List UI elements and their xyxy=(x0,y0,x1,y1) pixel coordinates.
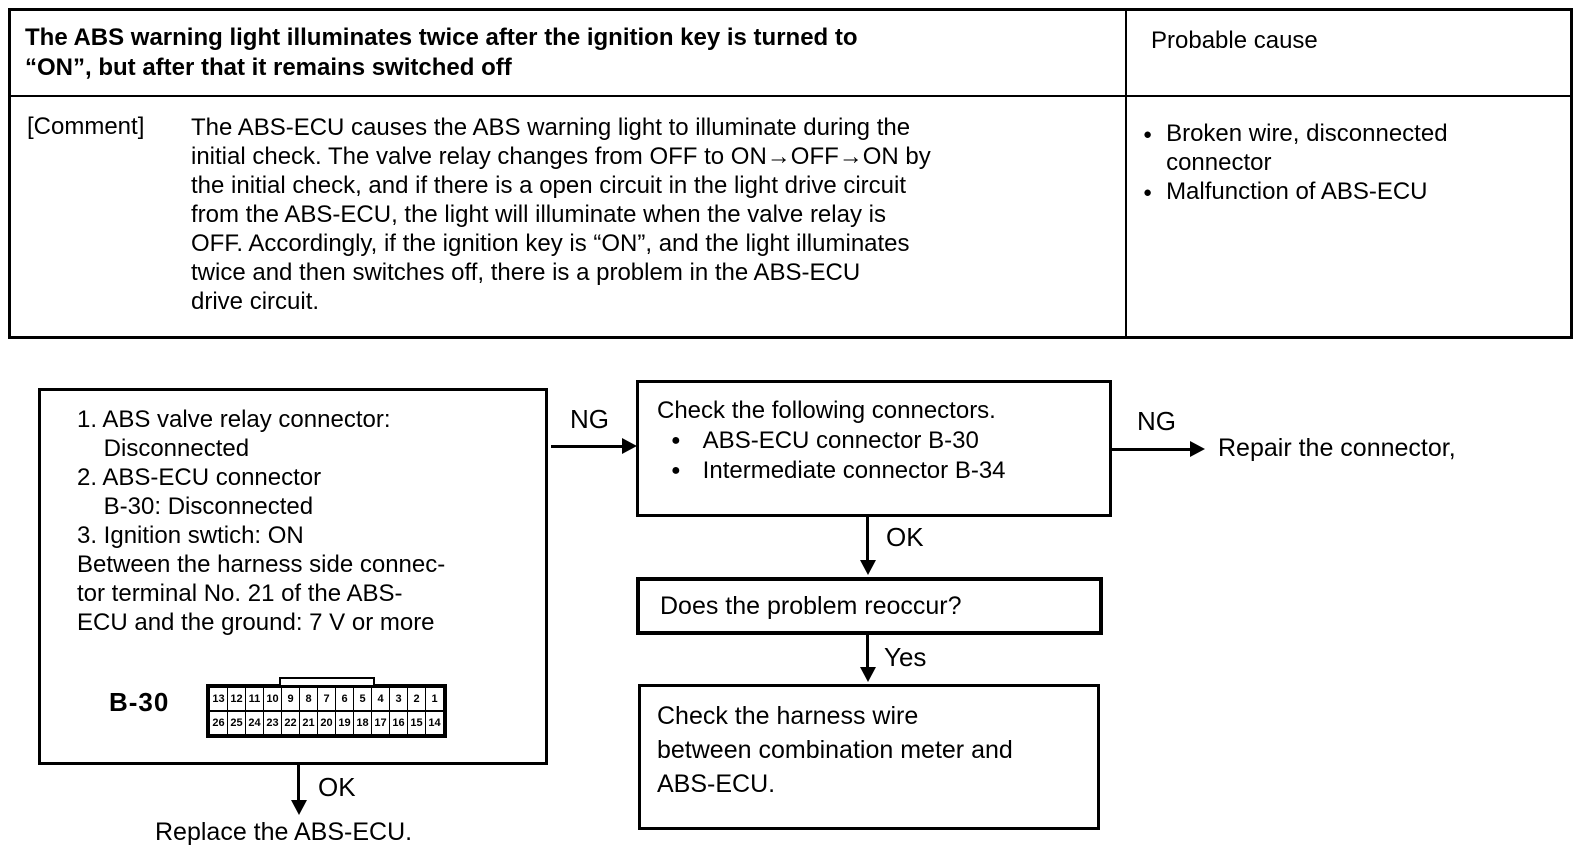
repair-connector-text: Repair the connector, xyxy=(1218,434,1456,462)
flowchart-reoccur-box: Does the problem reoccur? xyxy=(636,577,1103,635)
pin-cell: 24 xyxy=(246,712,263,734)
list-item: ● Intermediate connector B-34 xyxy=(671,456,1109,486)
check-box-list: ● ABS-ECU connector B-30 ● Intermediate … xyxy=(639,426,1109,486)
pin-cell: 19 xyxy=(336,712,353,734)
pin-cell: 9 xyxy=(282,688,299,710)
connector-label: B-30 xyxy=(109,687,170,717)
pin-cell: 8 xyxy=(300,688,317,710)
ok-label: OK xyxy=(886,522,924,552)
symptom-title: The ABS warning light illuminates twice … xyxy=(25,24,858,81)
pin-cell: 23 xyxy=(264,712,281,734)
pin-cell: 17 xyxy=(372,712,389,734)
ok-arrow-line xyxy=(297,765,300,805)
bullet-icon: ● xyxy=(671,432,681,449)
pin-cell: 1 xyxy=(426,688,443,710)
ok-arrowhead-icon xyxy=(291,800,307,815)
check-box-title: Check the following connectors. xyxy=(657,397,996,424)
cause-text: Broken wire, disconnected connector xyxy=(1166,120,1448,176)
pin-cell: 6 xyxy=(336,688,353,710)
ok-arrow-line xyxy=(866,517,869,563)
list-item: ● ABS-ECU connector B-30 xyxy=(671,426,1109,456)
reoccur-box-text: Does the problem reoccur? xyxy=(660,591,962,620)
comment-cell: [Comment] The ABS-ECU causes the ABS war… xyxy=(11,97,1125,336)
ng-arrowhead-icon xyxy=(622,438,637,454)
flowchart-check-connectors-box: Check the following connectors. ● ABS-EC… xyxy=(636,380,1112,517)
pin-cell: 4 xyxy=(372,688,389,710)
bullet-icon: ● xyxy=(1143,184,1153,201)
pin-cell: 13 xyxy=(210,688,227,710)
yes-arrowhead-icon xyxy=(860,667,876,682)
connector-b30-diagram: 13 12 11 10 9 8 7 6 5 4 3 2 1 26 25 24 2… xyxy=(206,677,447,738)
yes-arrow-line xyxy=(866,635,869,669)
cause-text: Malfunction of ABS-ECU xyxy=(1166,178,1428,205)
bullet-icon: ● xyxy=(1143,126,1153,143)
pin-cell: 5 xyxy=(354,688,371,710)
ok-arrowhead-icon xyxy=(860,560,876,575)
probable-cause-list: ● Broken wire, disconnected connector ● … xyxy=(1127,97,1570,208)
connector-pin-row-top: 13 12 11 10 9 8 7 6 5 4 3 2 1 xyxy=(210,688,443,710)
list-item: ● Malfunction of ABS-ECU xyxy=(1143,177,1564,208)
pin-cell: 15 xyxy=(408,712,425,734)
probable-cause-header-cell: Probable cause xyxy=(1125,11,1570,95)
ng-arrow-line xyxy=(1112,448,1193,451)
ng-arrowhead-icon xyxy=(1190,441,1205,457)
connector-latch-tab xyxy=(278,677,375,685)
pin-cell: 20 xyxy=(318,712,335,734)
probable-cause-label: Probable cause xyxy=(1151,27,1318,54)
pin-cell: 22 xyxy=(282,712,299,734)
yes-label: Yes xyxy=(884,642,927,672)
pin-cell: 2 xyxy=(408,688,425,710)
list-item: ● Broken wire, disconnected connector xyxy=(1143,119,1564,177)
pin-cell: 26 xyxy=(210,712,227,734)
flowchart-harness-box: Check the harness wire between combinati… xyxy=(638,684,1100,830)
pin-cell: 3 xyxy=(390,688,407,710)
comment-label: [Comment] xyxy=(27,113,145,140)
probable-cause-cell: ● Broken wire, disconnected connector ● … xyxy=(1125,97,1570,336)
check-item-text: Intermediate connector B-34 xyxy=(702,457,1006,484)
replace-ecu-text: Replace the ABS-ECU. xyxy=(155,818,413,846)
symptom-table-body-row: [Comment] The ABS-ECU causes the ABS war… xyxy=(11,97,1570,336)
comment-text: The ABS-ECU causes the ABS warning light… xyxy=(191,114,931,315)
pin-cell: 12 xyxy=(228,688,245,710)
harness-box-text: Check the harness wire between combinati… xyxy=(657,702,1013,798)
pin-cell: 16 xyxy=(390,712,407,734)
symptom-table-header-row: The ABS warning light illuminates twice … xyxy=(11,11,1570,97)
check-item-text: ABS-ECU connector B-30 xyxy=(702,427,979,454)
pin-cell: 11 xyxy=(246,688,263,710)
connector-pin-row-bottom: 26 25 24 23 22 21 20 19 18 17 16 15 14 xyxy=(210,712,443,734)
flowchart-start-box: 1. ABS valve relay connector: Disconnect… xyxy=(38,388,548,765)
symptom-cell: The ABS warning light illuminates twice … xyxy=(11,11,1125,95)
ok-label: OK xyxy=(318,772,356,802)
start-box-text: 1. ABS valve relay connector: Disconnect… xyxy=(77,406,446,636)
pin-cell: 25 xyxy=(228,712,245,734)
ng-label: NG xyxy=(570,404,609,434)
bullet-icon: ● xyxy=(671,462,681,479)
pin-cell: 21 xyxy=(300,712,317,734)
pin-cell: 14 xyxy=(426,712,443,734)
ng-label: NG xyxy=(1137,406,1176,436)
symptom-table: The ABS warning light illuminates twice … xyxy=(8,8,1573,339)
pin-cell: 7 xyxy=(318,688,335,710)
ng-arrow-line xyxy=(551,445,625,448)
pin-cell: 18 xyxy=(354,712,371,734)
pin-cell: 10 xyxy=(264,688,281,710)
